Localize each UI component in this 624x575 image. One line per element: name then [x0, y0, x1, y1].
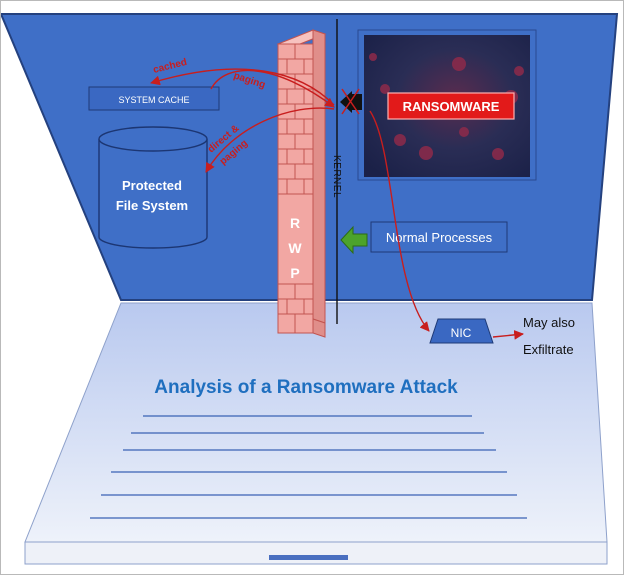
nic-label: NIC	[451, 326, 472, 340]
kernel-label: KERNEL	[331, 155, 342, 198]
blocked-arrow-icon	[340, 88, 362, 115]
normal-processes-box	[370, 221, 508, 253]
ransomware-label: RANSOMWARE	[403, 99, 500, 114]
laptop-trackpad-notch	[269, 555, 348, 560]
arrow-exfiltrate	[492, 330, 524, 340]
nic-box	[429, 318, 494, 344]
system-cache-label: SYSTEM CACHE	[118, 95, 189, 105]
normal-processes-label: Normal Processes	[386, 230, 493, 245]
arrow-to-nic	[369, 110, 430, 332]
firewall-letter-p: P	[290, 265, 299, 281]
exfil-label-line2: Exfiltrate	[523, 342, 574, 357]
arrow-paging	[210, 69, 335, 108]
protected-file-system-icon	[98, 126, 208, 249]
firewall-letter-w: W	[288, 240, 302, 256]
ransomware-banner	[387, 92, 515, 120]
protected-fs-label-line1: Protected	[122, 178, 182, 193]
laptop-keyboard	[24, 302, 608, 543]
arrow-cached	[150, 68, 335, 106]
green-arrow-icon	[340, 225, 368, 255]
system-cache-box	[88, 86, 220, 111]
protected-fs-label-line2: File System	[116, 198, 188, 213]
brick-wall	[276, 29, 327, 338]
firewall-letter-r: R	[290, 215, 300, 231]
diagram-title: Analysis of a Ransomware Attack	[154, 377, 458, 398]
exfil-label-line1: May also	[523, 315, 575, 330]
arrow-direct-paging	[205, 107, 335, 173]
laptop-front-edge	[24, 541, 608, 565]
